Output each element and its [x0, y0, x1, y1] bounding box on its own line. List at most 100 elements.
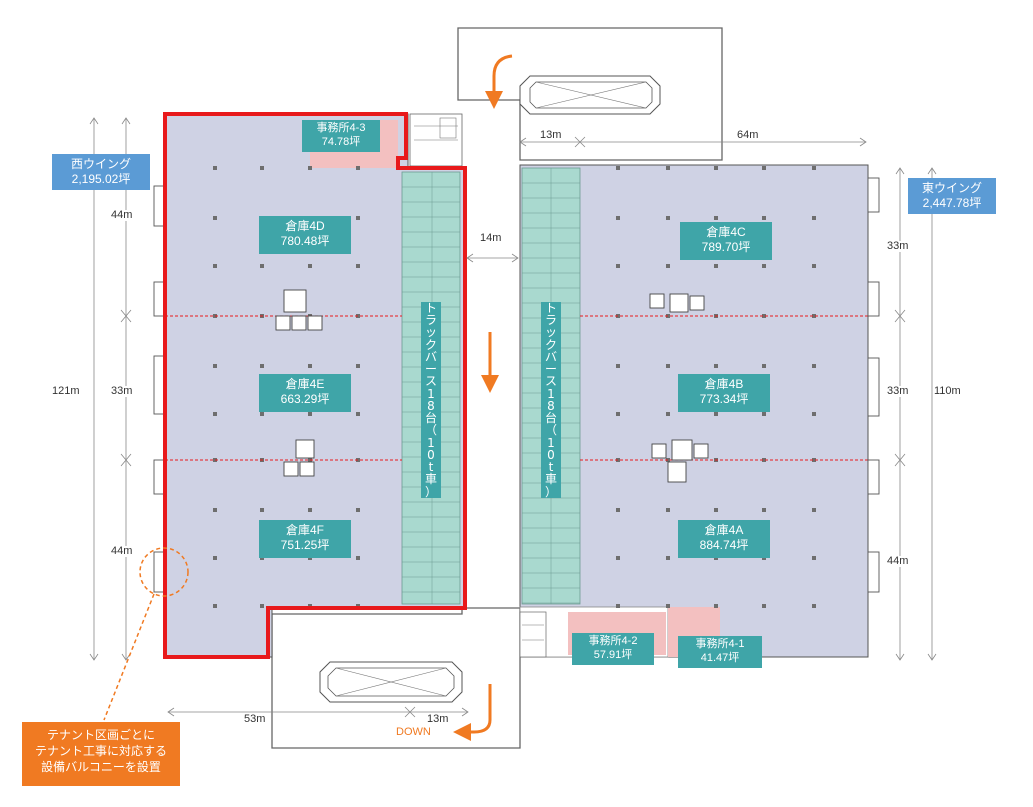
warehouse-4e-label: 倉庫4E 663.29坪	[259, 374, 351, 412]
truck-berth-char: 台	[544, 411, 557, 426]
structural-column	[812, 166, 816, 170]
tenant-highlight-outline	[163, 112, 467, 659]
structural-column	[762, 604, 766, 608]
truck-berth-char: t	[548, 460, 554, 475]
dim-east-total: 110m	[934, 385, 961, 397]
structural-column	[213, 412, 217, 416]
structural-column	[666, 556, 670, 560]
truck-berth-char: 1	[427, 435, 435, 450]
structural-column	[308, 508, 312, 512]
structural-column	[666, 364, 670, 368]
balcony-callout-circle	[139, 547, 189, 597]
down-label: DOWN	[396, 726, 431, 738]
dim-west-mid: 33m	[111, 385, 133, 397]
office-4-3-label: 事務所4-3 74.78坪	[302, 120, 380, 152]
dim-east-width: 64m	[737, 129, 759, 141]
structural-column	[260, 604, 264, 608]
dim-east-mid: 33m	[887, 385, 909, 397]
warehouse-name: 倉庫4A	[704, 523, 744, 537]
structural-column	[260, 412, 264, 416]
structural-column	[356, 166, 360, 170]
structural-column	[762, 264, 766, 268]
truck-berth-char: ト	[544, 301, 557, 315]
office-name: 事務所4-2	[588, 635, 638, 647]
structural-column	[762, 458, 766, 462]
structural-column	[714, 264, 718, 268]
structural-column	[213, 604, 217, 608]
structural-column	[812, 604, 816, 608]
warehouse-name: 倉庫4D	[285, 219, 325, 233]
structural-column	[308, 556, 312, 560]
structural-column	[356, 264, 360, 268]
office-4-2-label: 事務所4-2 57.91坪	[572, 633, 654, 665]
dim-east-top: 33m	[887, 240, 909, 252]
structural-column	[762, 508, 766, 512]
structural-column	[714, 166, 718, 170]
structural-column	[616, 604, 620, 608]
dim-west-top: 44m	[111, 209, 133, 221]
truck-berth-char: ）	[544, 484, 557, 499]
truck-berth-char: t	[428, 460, 434, 475]
structural-column	[213, 216, 217, 220]
office-4-1-label: 事務所4-1 41.47坪	[678, 636, 762, 668]
warehouse-area: 663.29坪	[280, 392, 330, 406]
structural-column	[714, 412, 718, 416]
structural-column	[213, 264, 217, 268]
truck-berth-char: ラ	[424, 313, 437, 328]
equipment-balconies	[153, 177, 880, 593]
truck-berth-char: バ	[544, 349, 557, 364]
truck-berth-char: 8	[547, 398, 555, 413]
warehouse-area: 789.70坪	[701, 240, 751, 254]
structural-column	[616, 508, 620, 512]
structural-column	[812, 314, 816, 318]
truck-berth-char: ト	[424, 301, 437, 315]
structural-column	[714, 604, 718, 608]
structural-column	[812, 264, 816, 268]
tenant-partitions	[165, 315, 868, 461]
callout-line-2: テナント工事に対応する	[34, 744, 167, 759]
warehouse-area: 773.34坪	[699, 392, 749, 406]
structural-column	[308, 264, 312, 268]
structural-column	[308, 364, 312, 368]
west-wing-area: 2,195.02坪	[71, 172, 131, 186]
truck-berth-char: ス	[544, 374, 557, 389]
warehouse-area: 884.74坪	[699, 538, 749, 552]
structural-column	[260, 556, 264, 560]
stair-cores	[275, 289, 709, 483]
structural-column	[356, 216, 360, 220]
structural-column	[666, 216, 670, 220]
structural-column	[812, 458, 816, 462]
truck-berth-char: ー	[544, 362, 557, 377]
warehouse-name: 倉庫4F	[285, 523, 324, 537]
structural-column	[616, 216, 620, 220]
truck-berth-char: ー	[424, 362, 437, 377]
structural-column	[762, 556, 766, 560]
structural-column	[616, 412, 620, 416]
structural-column	[308, 412, 312, 416]
structural-column	[616, 264, 620, 268]
truck-berth-char: ス	[424, 374, 437, 389]
structural-column	[812, 216, 816, 220]
east-wing-name: 東ウイング	[921, 181, 982, 195]
structural-column	[260, 166, 264, 170]
warehouse-area: 780.48坪	[280, 234, 330, 248]
east-wing-area: 2,447.78坪	[922, 196, 982, 210]
north-ramp-arrow	[485, 54, 513, 109]
warehouse-4a-label: 倉庫4A 884.74坪	[678, 520, 770, 558]
structural-column	[666, 412, 670, 416]
structural-column	[356, 412, 360, 416]
structural-column	[260, 364, 264, 368]
warehouse-4c-label: 倉庫4C 789.70坪	[680, 222, 772, 260]
structural-column	[762, 412, 766, 416]
structural-column	[616, 166, 620, 170]
west-wing-name: 西ウイング	[70, 157, 131, 171]
structural-column	[812, 556, 816, 560]
warehouse-name: 倉庫4C	[706, 225, 746, 239]
structural-column	[666, 264, 670, 268]
dim-east-bottom: 44m	[887, 555, 909, 567]
truck-berth-char: 台	[424, 411, 437, 426]
truck-berth-char: ク	[544, 337, 557, 352]
